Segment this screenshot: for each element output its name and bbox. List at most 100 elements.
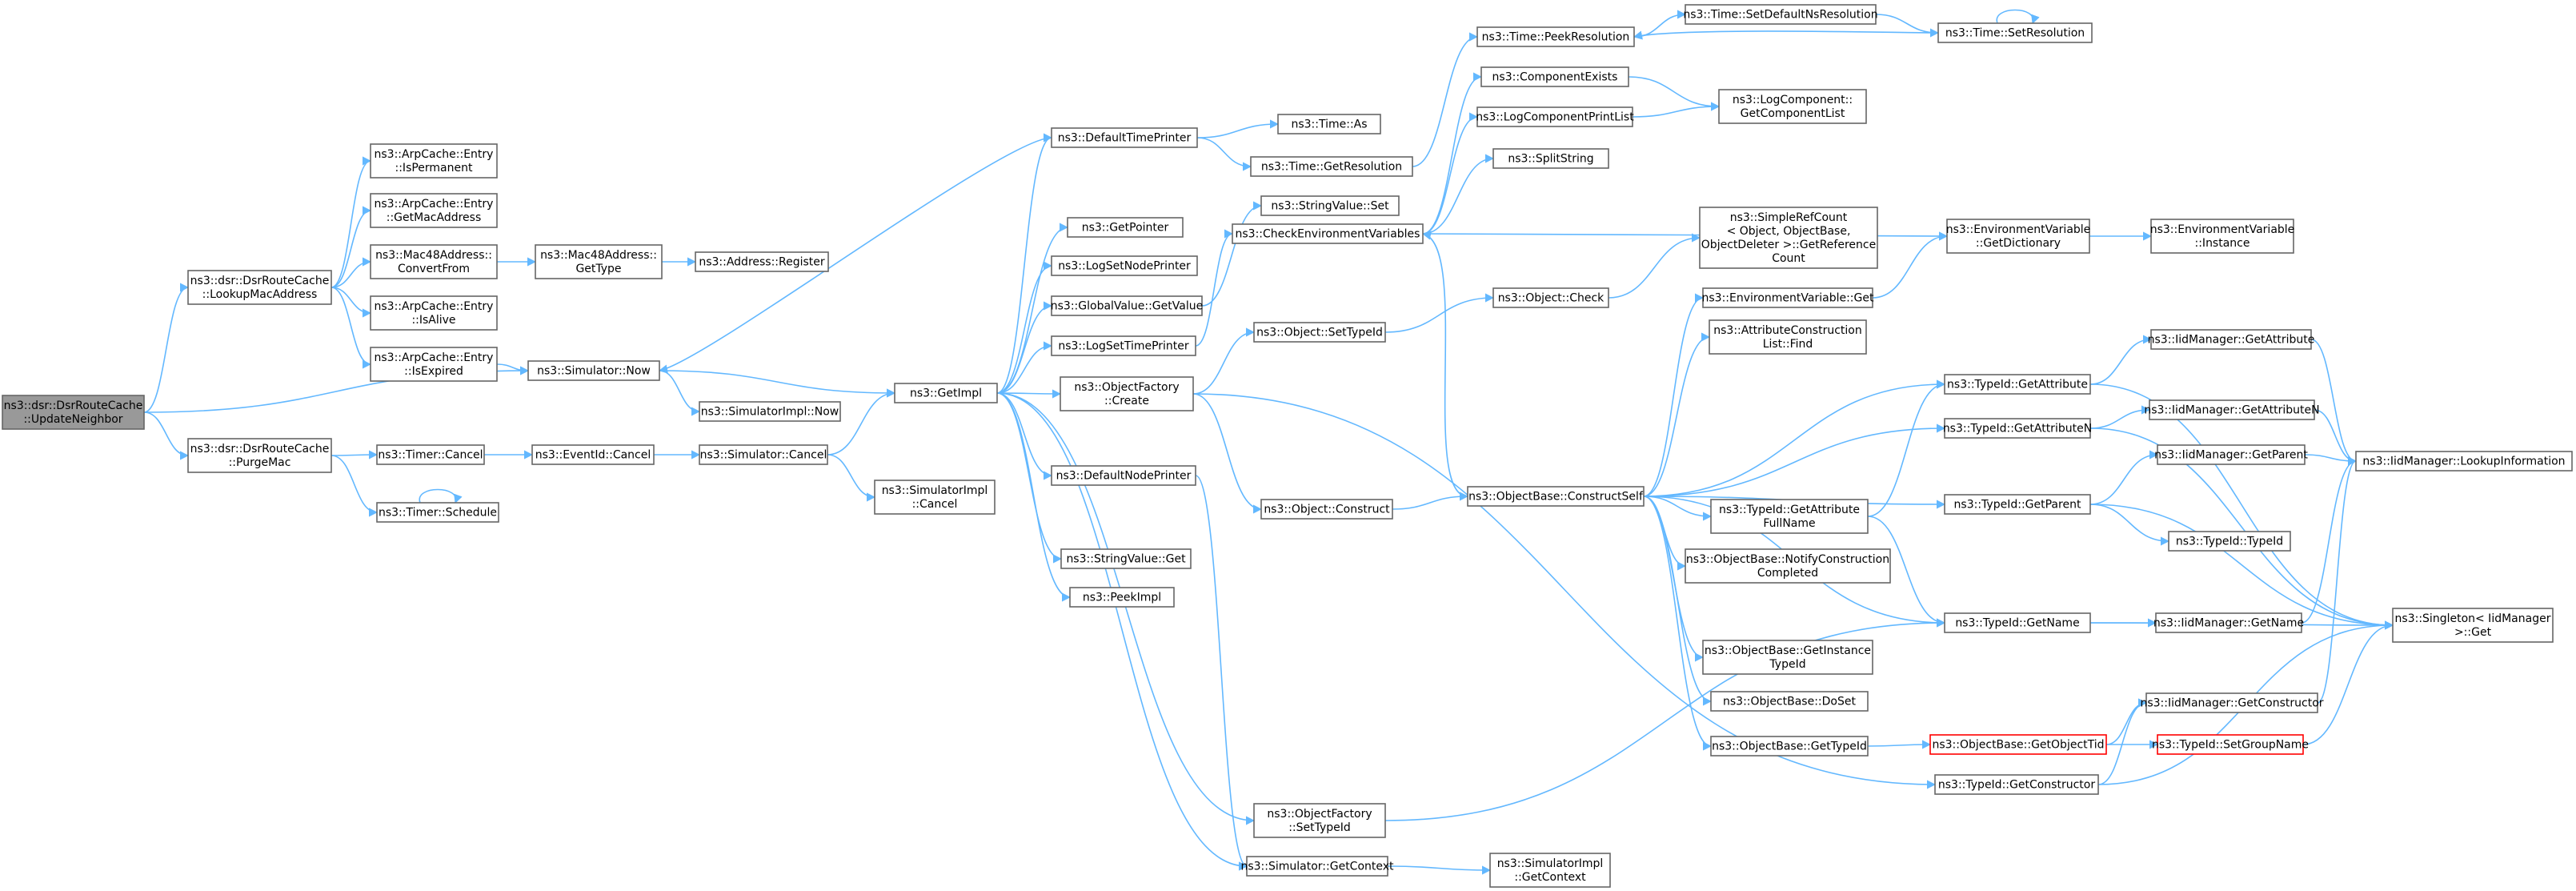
node-simimplctx[interactable]: ns3::SimulatorImpl::GetContext <box>1489 853 1611 888</box>
node-lognodep[interactable]: ns3::LogSetNodePrinter <box>1051 255 1198 276</box>
edge-gvget-to-svset <box>1201 201 1263 307</box>
node-envget[interactable]: ns3::EnvironmentVariable::Get <box>1702 287 1874 308</box>
node-tidgetparent[interactable]: ns3::TypeId::GetParent <box>1944 494 2091 515</box>
node-tidgetname[interactable]: ns3::TypeId::GetName <box>1944 612 2091 633</box>
node-timesetres[interactable]: ns3::Time::SetResolution <box>1937 22 2093 43</box>
node-getobjtid[interactable]: ns3::ObjectBase::GetObjectTid <box>1929 734 2107 755</box>
node-tidtid[interactable]: ns3::TypeId::TypeId <box>2168 531 2291 552</box>
node-iidgetname[interactable]: ns3::IidManager::GetName <box>2153 612 2304 633</box>
node-timepeek[interactable]: ns3::Time::PeekResolution <box>1476 26 1635 47</box>
node-m48type[interactable]: ns3::Mac48Address::GetType <box>535 244 663 279</box>
node-refcount[interactable]: ns3::SimpleRefCount< Object, ObjectBase,… <box>1699 207 1878 269</box>
edge-timesetres-to-timesetres <box>1996 9 2040 25</box>
node-convfrom[interactable]: ns3::Mac48Address::ConvertFrom <box>370 244 498 279</box>
node-label: FullName <box>1763 517 1815 530</box>
node-doset[interactable]: ns3::ObjectBase::DoSet <box>1710 691 1869 712</box>
node-simcancel[interactable]: ns3::Simulator::Cancel <box>699 444 828 465</box>
node-iidgetparent[interactable]: ns3::IidManager::GetParent <box>2154 444 2308 465</box>
node-defnodep[interactable]: ns3::DefaultNodePrinter <box>1051 465 1196 486</box>
node-root[interactable]: ns3::dsr::DsrRouteCache::UpdateNeighbor <box>2 395 145 430</box>
node-box <box>1710 736 1869 757</box>
node-label: ns3::SimulatorImpl <box>1497 857 1604 870</box>
node-box <box>2168 531 2291 552</box>
node-envinst[interactable]: ns3::EnvironmentVariable::Instance <box>2150 219 2295 254</box>
node-logcompprint[interactable]: ns3::LogComponentPrintList <box>1476 106 1634 127</box>
node-addrreg[interactable]: ns3::Address::Register <box>695 251 829 272</box>
node-isexp[interactable]: ns3::ArpCache::Entry::IsExpired <box>370 347 498 382</box>
node-label: ns3::dsr::DsrRouteCache <box>4 399 143 412</box>
edge-tidgetparent-to-iidgetparent <box>2089 450 2159 505</box>
node-tidgetattr[interactable]: ns3::TypeId::GetAttribute <box>1944 374 2091 395</box>
node-gvget[interactable]: ns3::GlobalValue::GetValue <box>1051 295 1203 316</box>
node-peekimpl[interactable]: ns3::PeekImpl <box>1069 587 1175 608</box>
node-obgettype[interactable]: ns3::ObjectBase::GetTypeId <box>1710 736 1869 757</box>
node-defprinter[interactable]: ns3::DefaultTimePrinter <box>1051 127 1198 148</box>
node-label: ns3::TypeId::GetConstructor <box>1938 779 2095 792</box>
edge-ofcreate-to-tidgetctor <box>1192 393 1937 789</box>
node-simimplcancel[interactable]: ns3::SimulatorImpl::Cancel <box>874 480 996 515</box>
node-isperm[interactable]: ns3::ArpCache::Entry::IsPermanent <box>370 143 498 179</box>
node-tidgetctor[interactable]: ns3::TypeId::GetConstructor <box>1934 774 2099 795</box>
node-tsched[interactable]: ns3::Timer::Schedule <box>376 502 499 523</box>
node-svset[interactable]: ns3::StringValue::Set <box>1260 195 1400 216</box>
node-label: ns3::LogSetTimePrinter <box>1058 340 1189 353</box>
node-splitstr[interactable]: ns3::SplitString <box>1492 148 1609 169</box>
edge-iidgetname-to-iidlookup <box>2301 456 2358 624</box>
node-objcheck[interactable]: ns3::Object::Check <box>1492 287 1609 308</box>
node-ofcreate[interactable]: ns3::ObjectFactory::Create <box>1060 376 1194 411</box>
node-label: ns3::ObjectFactory <box>1074 381 1179 394</box>
edge-tidgetattrn-to-iidgetattrn <box>2089 405 2151 429</box>
node-envdict[interactable]: ns3::EnvironmentVariable::GetDictionary <box>1946 219 2091 254</box>
node-label: ns3::ObjectBase::DoSet <box>1723 696 1856 708</box>
node-label: ns3::ObjectBase::GetObjectTid <box>1932 739 2104 752</box>
node-svget[interactable]: ns3::StringValue::Get <box>1060 548 1192 569</box>
node-objconstruct[interactable]: ns3::Object::Construct <box>1260 499 1393 520</box>
node-singleton[interactable]: ns3::Singleton< IidManager>::Get <box>2392 608 2554 643</box>
node-ecancel[interactable]: ns3::EventId::Cancel <box>531 444 655 465</box>
node-box <box>2145 692 2318 713</box>
edge-objsettype-to-objcheck <box>1384 293 1495 333</box>
node-tidsetgroup[interactable]: ns3::TypeId::SetGroupName <box>2152 734 2309 755</box>
node-iidgetattr[interactable]: ns3::IidManager::GetAttribute <box>2148 329 2315 350</box>
node-box <box>1934 774 2099 795</box>
edge-defprinter-to-simnow <box>658 137 1052 374</box>
node-timesetdef[interactable]: ns3::Time::SetDefaultNsResolution <box>1683 4 1878 25</box>
node-timeas[interactable]: ns3::Time::As <box>1277 114 1381 134</box>
node-simimplnow[interactable]: ns3::SimulatorImpl::Now <box>699 401 841 422</box>
node-logcompget[interactable]: ns3::LogComponent::GetComponentList <box>1718 89 1867 124</box>
node-label: ::GetContext <box>1514 871 1586 884</box>
node-ofsettype[interactable]: ns3::ObjectFactory::SetTypeId <box>1253 803 1386 838</box>
node-iidgetattrn[interactable]: ns3::IidManager::GetAttributeN <box>2144 399 2320 420</box>
edge-simctx-to-simimplctx <box>1387 865 1492 875</box>
node-tidgetattrn[interactable]: ns3::TypeId::GetAttributeN <box>1943 418 2092 439</box>
node-logtimep[interactable]: ns3::LogSetTimePrinter <box>1051 335 1196 356</box>
node-getmac[interactable]: ns3::ArpCache::Entry::GetMacAddress <box>370 193 498 228</box>
node-isalive[interactable]: ns3::ArpCache::Entry::IsAlive <box>370 295 498 331</box>
node-getimpl[interactable]: ns3::GetImpl <box>894 383 998 403</box>
node-timegetres[interactable]: ns3::Time::GetResolution <box>1250 156 1413 177</box>
node-purge[interactable]: ns3::dsr::DsrRouteCache::PurgeMac <box>187 438 332 473</box>
edge-ofcreate-to-objconstruct <box>1192 393 1263 514</box>
node-compexists[interactable]: ns3::ComponentExists <box>1480 66 1629 87</box>
node-label: ns3::Mac48Address:: <box>375 249 492 262</box>
node-box <box>1467 486 1645 507</box>
edge-timesetres-to-timepeek <box>1633 30 1939 40</box>
node-getptr[interactable]: ns3::GetPointer <box>1067 217 1184 238</box>
node-simnow[interactable]: ns3::Simulator::Now <box>527 360 660 381</box>
node-notify[interactable]: ns3::ObjectBase::NotifyConstructionCompl… <box>1685 548 1891 584</box>
node-box <box>1944 418 2091 439</box>
node-label: ::UpdateNeighbor <box>23 413 122 426</box>
node-box <box>1710 499 1869 534</box>
node-simctx[interactable]: ns3::Simulator::GetContext <box>1240 856 1394 877</box>
node-box <box>2392 608 2554 643</box>
node-checkenv[interactable]: ns3::CheckEnvironmentVariables <box>1232 223 1424 244</box>
node-iidlookup[interactable]: ns3::IidManager::LookupInformation <box>2355 451 2573 472</box>
node-constructself[interactable]: ns3::ObjectBase::ConstructSelf <box>1467 486 1645 507</box>
node-objsettype[interactable]: ns3::Object::SetTypeId <box>1253 322 1386 343</box>
node-tcancel[interactable]: ns3::Timer::Cancel <box>376 444 485 465</box>
node-iidgetctor[interactable]: ns3::IidManager::GetConstructor <box>2140 692 2324 713</box>
node-lookup[interactable]: ns3::dsr::DsrRouteCache::LookupMacAddres… <box>187 270 332 305</box>
